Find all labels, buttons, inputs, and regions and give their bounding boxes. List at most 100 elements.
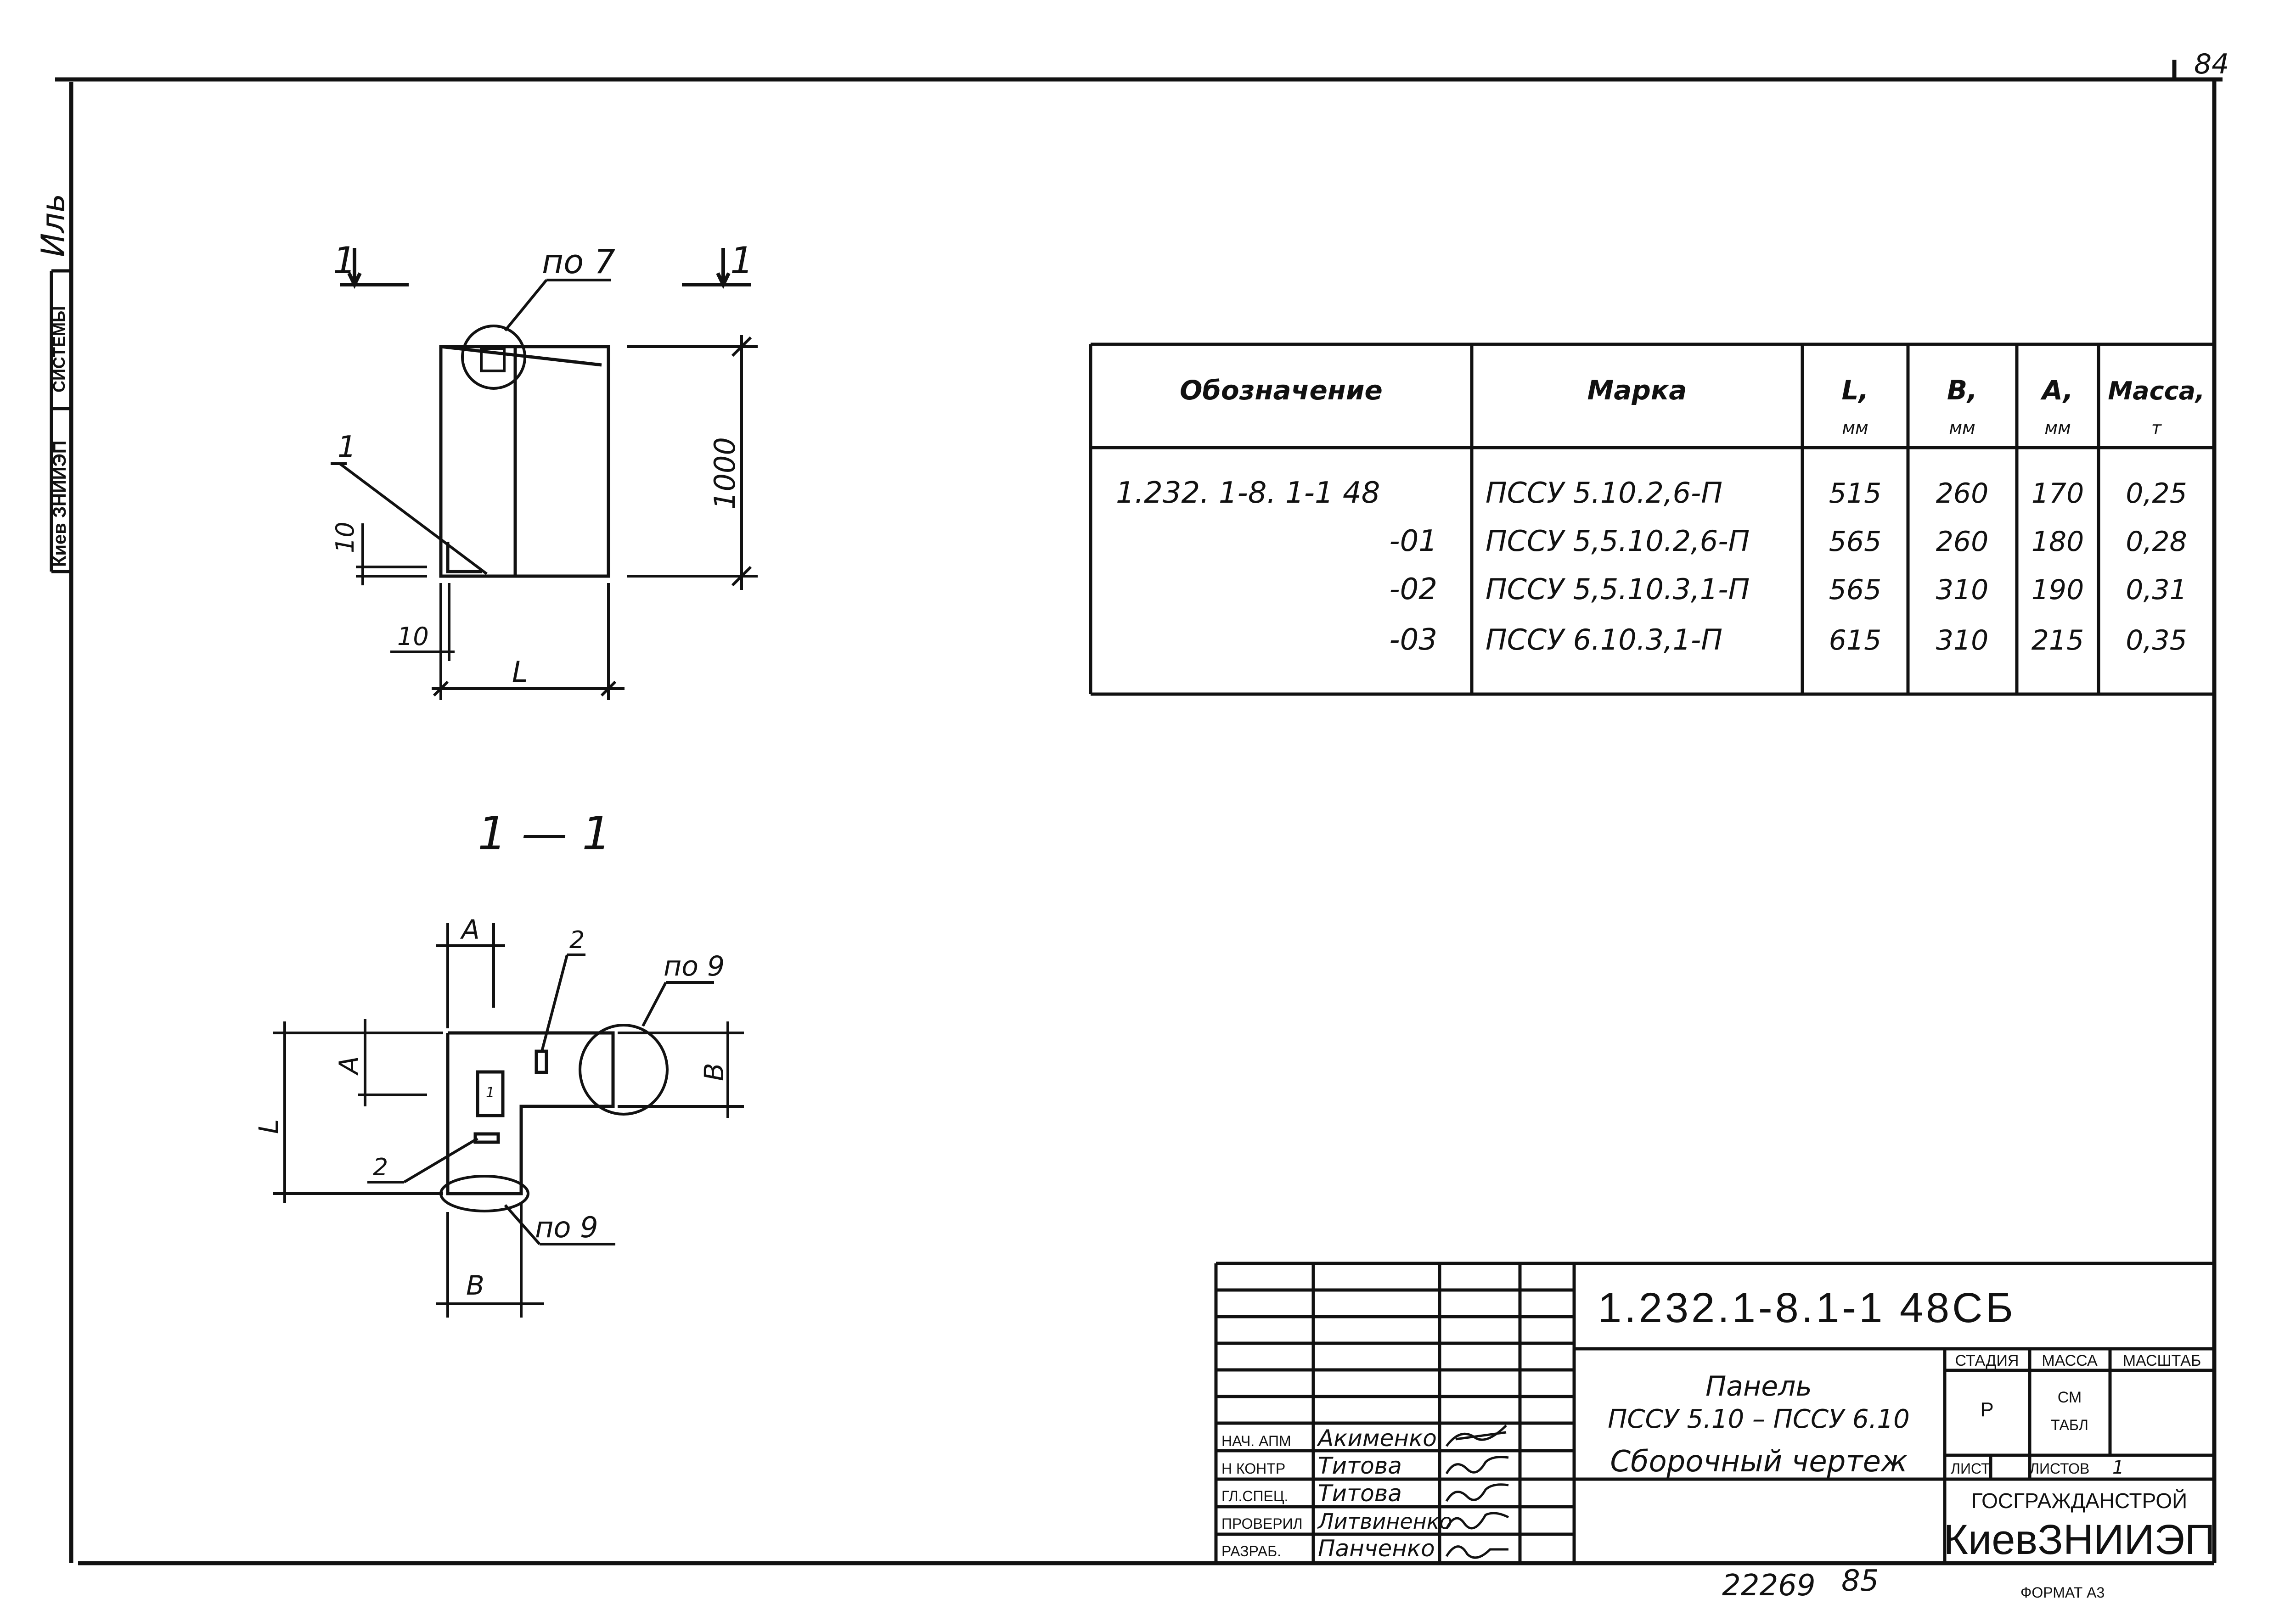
header-a-unit: мм <box>2044 418 2071 438</box>
header-mark: Марка <box>1587 375 1687 406</box>
section-title: 1 — 1 <box>478 807 611 860</box>
header-mass-unit: т <box>2151 418 2162 438</box>
cell-mass: 0,28 <box>2126 526 2187 558</box>
table-row: -03 ПССУ 6.10.3,1-П 615 310 215 0,35 <box>1389 623 2187 657</box>
role-label: Н КОНТР <box>1221 1460 1285 1477</box>
cell-a: 215 <box>2032 624 2084 656</box>
dimension-length-label: L <box>512 655 528 689</box>
leader-label-2-top: 2 <box>569 926 585 954</box>
signature-mark <box>1445 1456 1509 1475</box>
cell-mass: 0,31 <box>2126 574 2187 606</box>
leader-part-2-top <box>540 954 585 1052</box>
table-row: -02 ПССУ 5,5.10.3,1-П 565 310 190 0,31 <box>1389 572 2187 606</box>
cell-mass: 0,35 <box>2126 624 2187 656</box>
role-label: ПРОВЕРИЛ <box>1221 1515 1303 1532</box>
cell-a: 190 <box>2032 574 2084 606</box>
approval-row: РАЗРАБ. Панченко <box>1221 1535 1508 1562</box>
dimension-b-right-label: B <box>698 1063 730 1081</box>
header-width: B, <box>1947 375 1977 406</box>
document-number: 1.232.1-8.1-1 48СБ <box>1598 1284 2016 1331</box>
cell-mark: ПССУ 5,5.10.3,1-П <box>1486 572 1750 606</box>
cell-width: 260 <box>1936 477 1989 510</box>
dimension-l-left-label: L <box>253 1119 284 1134</box>
dimension-small-vertical-label: 10 <box>331 522 360 553</box>
cell-designation: -01 <box>1389 524 1437 558</box>
cell-mark: ПССУ 6.10.3,1-П <box>1486 623 1722 656</box>
page-number: 84 <box>2194 48 2229 80</box>
cell-length: 565 <box>1829 526 1882 558</box>
mass-value-line2: ТАБЛ <box>2051 1417 2088 1433</box>
signature-mark <box>1445 1483 1509 1502</box>
sheet-label: ЛИСТ <box>1951 1460 1990 1477</box>
dimension-height <box>627 335 758 590</box>
title-block: 1.232.1-8.1-1 48СБ Панель ПССУ 5.10 – ПС… <box>1214 1262 2215 1563</box>
cell-designation: 1.232. 1-8. 1-1 48 <box>1116 476 1380 510</box>
dimension-a-top <box>436 923 505 1028</box>
cell-a: 170 <box>2032 477 2084 510</box>
dimension-small-vertical <box>356 523 427 585</box>
leader-part-1 <box>331 462 488 575</box>
org-institute: КиевЗНИИЭП <box>1943 1516 2215 1563</box>
callout-label-7: по 7 <box>542 242 615 281</box>
panel-outline <box>439 345 610 578</box>
cell-designation: -02 <box>1389 572 1437 606</box>
header-length-unit: мм <box>1842 418 1868 438</box>
table-row: -01 ПССУ 5,5.10.2,6-П 565 260 180 0,28 <box>1389 524 2187 558</box>
cell-mass: 0,25 <box>2126 477 2187 510</box>
callout-label-9-bottom: по 9 <box>535 1211 598 1244</box>
cut-label-right: 1 <box>730 239 754 282</box>
role-label: РАЗРАБ. <box>1221 1543 1281 1559</box>
cell-mark: ПССУ 5,5.10.2,6-П <box>1486 524 1750 558</box>
sheet-format: ФОРМАТ А3 <box>2020 1584 2105 1601</box>
person-name: Акименко <box>1317 1425 1437 1452</box>
header-a: A, <box>2040 375 2073 406</box>
cell-length: 565 <box>1829 574 1882 606</box>
sheets-label: ЛИСТОВ <box>2030 1460 2089 1477</box>
person-name: Литвиненко <box>1317 1509 1452 1534</box>
left-strip <box>50 269 71 573</box>
detail-callout-7 <box>461 279 611 390</box>
left-strip-systems: СИСТЕМЫ <box>50 306 68 393</box>
approval-row: Н КОНТР Титова <box>1221 1453 1509 1479</box>
person-name: Титова <box>1318 1480 1402 1507</box>
dimension-length <box>390 583 625 700</box>
dimension-b-bottom-label: B <box>466 1270 484 1301</box>
signature-mark <box>1446 1425 1507 1447</box>
approval-row: ГЛ.СПЕЦ. Титова <box>1221 1480 1509 1507</box>
stage-header: СТАДИЯ <box>1955 1352 2019 1369</box>
sheets-value: 1 <box>2112 1457 2124 1478</box>
cell-length: 615 <box>1829 624 1882 656</box>
dimension-b-bottom <box>436 1203 544 1318</box>
approval-row: НАЧ. АПМ Акименко <box>1221 1425 1507 1452</box>
cell-width: 310 <box>1936 624 1989 656</box>
stage-value: Р <box>1980 1398 1993 1421</box>
cell-width: 260 <box>1936 526 1989 558</box>
table-row: 1.232. 1-8. 1-1 48 ПССУ 5.10.2,6-П 515 2… <box>1116 476 2187 510</box>
section-outline <box>446 1031 615 1195</box>
dimension-a-top-label: A <box>460 914 480 945</box>
dimension-a-left-label: A <box>333 1056 365 1076</box>
section-view: 1 — 1 1 по 9 по 9 2 <box>253 807 744 1318</box>
cell-mark: ПССУ 5.10.2,6-П <box>1486 476 1722 510</box>
title-block-grid <box>1214 1262 2214 1563</box>
org-ministry: ГОСГРАЖДАНСТРОЙ <box>1971 1489 2187 1513</box>
leader-part-2-left <box>367 1137 478 1183</box>
person-name: Панченко <box>1318 1535 1435 1562</box>
left-strip-org: Киев ЗНИИЭП <box>50 440 70 567</box>
dimension-a-left <box>273 1019 443 1106</box>
inventory-number: 22269 <box>1722 1569 1816 1603</box>
scale-header: МАСШТАБ <box>2123 1352 2201 1369</box>
dimension-l-left <box>273 1021 443 1203</box>
plan-view: 1 1 по 7 1 <box>331 239 758 700</box>
product-range: ПССУ 5.10 – ПССУ 6.10 <box>1608 1404 1909 1434</box>
callout-label-9-right: по 9 <box>664 950 725 982</box>
dimension-height-label: 1000 <box>708 437 742 510</box>
spec-table: Обозначение Марка L, мм B, мм A, мм Масс… <box>1089 342 2214 696</box>
mass-value-line1: СМ <box>2058 1389 2082 1406</box>
sheet-frame <box>55 60 2223 1565</box>
product-name: Панель <box>1705 1370 1812 1402</box>
cut-marker-right <box>682 248 751 289</box>
left-strip-signature: Иль <box>34 194 72 257</box>
cell-a: 180 <box>2032 526 2084 558</box>
